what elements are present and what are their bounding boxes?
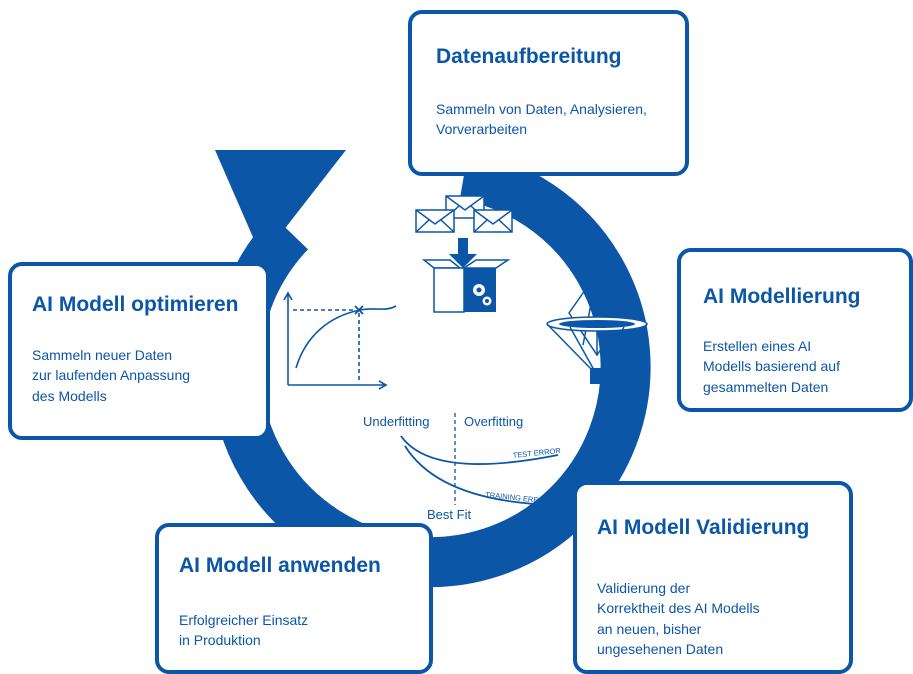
underfitting-label: Underfitting: [363, 414, 429, 429]
ai-validation-card: AI Modell Validierung Validierung der Ko…: [573, 481, 853, 674]
box-with-gears-icon: [421, 238, 511, 313]
ai-modelling-card: AI Modellierung Erstellen eines AI Model…: [677, 248, 913, 412]
data-preparation-title: Datenaufbereitung: [436, 45, 622, 68]
parachute-icon: [546, 271, 648, 384]
ai-optimisation-card: AI Modell optimieren Sammeln neuer Daten…: [8, 262, 270, 440]
data-preparation-card: Datenaufbereitung Sammeln von Daten, Ana…: [408, 10, 689, 176]
data-preparation-text: Sammeln von Daten, Analysieren, Vorverar…: [436, 101, 647, 138]
envelopes-icon: [415, 195, 513, 233]
ai-optimisation-title: AI Modell optimieren: [32, 293, 239, 316]
ai-modelling-text: Erstellen eines AI Modells basierend auf…: [703, 338, 840, 395]
test-error-curve: [400, 435, 559, 465]
training-error-curve: [404, 445, 557, 506]
training-error-label: TRAINING ERROR: [485, 490, 551, 506]
ai-modelling-title: AI Modellierung: [703, 285, 861, 308]
ai-validation-title: AI Modell Validierung: [597, 516, 810, 539]
ai-application-text: Erfolgreicher Einsatz in Produktion: [179, 612, 309, 649]
ai-optimisation-text: Sammeln neuer Daten zur laufenden Anpass…: [32, 347, 191, 404]
overfitting-label: Overfitting: [464, 414, 523, 429]
test-error-label: TEST ERROR: [512, 446, 561, 460]
ai-application-title: AI Modell anwenden: [179, 554, 381, 577]
learning-curve-icon: [283, 291, 397, 390]
cycle-arrow-head: [215, 150, 346, 258]
ai-application-card: AI Modell anwenden Erfolgreicher Einsatz…: [155, 523, 433, 674]
fit-diagram: Underfitting Overfitting TEST ERROR TRAI…: [363, 413, 562, 522]
best-fit-label: Best Fit: [427, 507, 471, 522]
ai-validation-text: Validierung der Korrektheit des AI Model…: [597, 580, 760, 658]
